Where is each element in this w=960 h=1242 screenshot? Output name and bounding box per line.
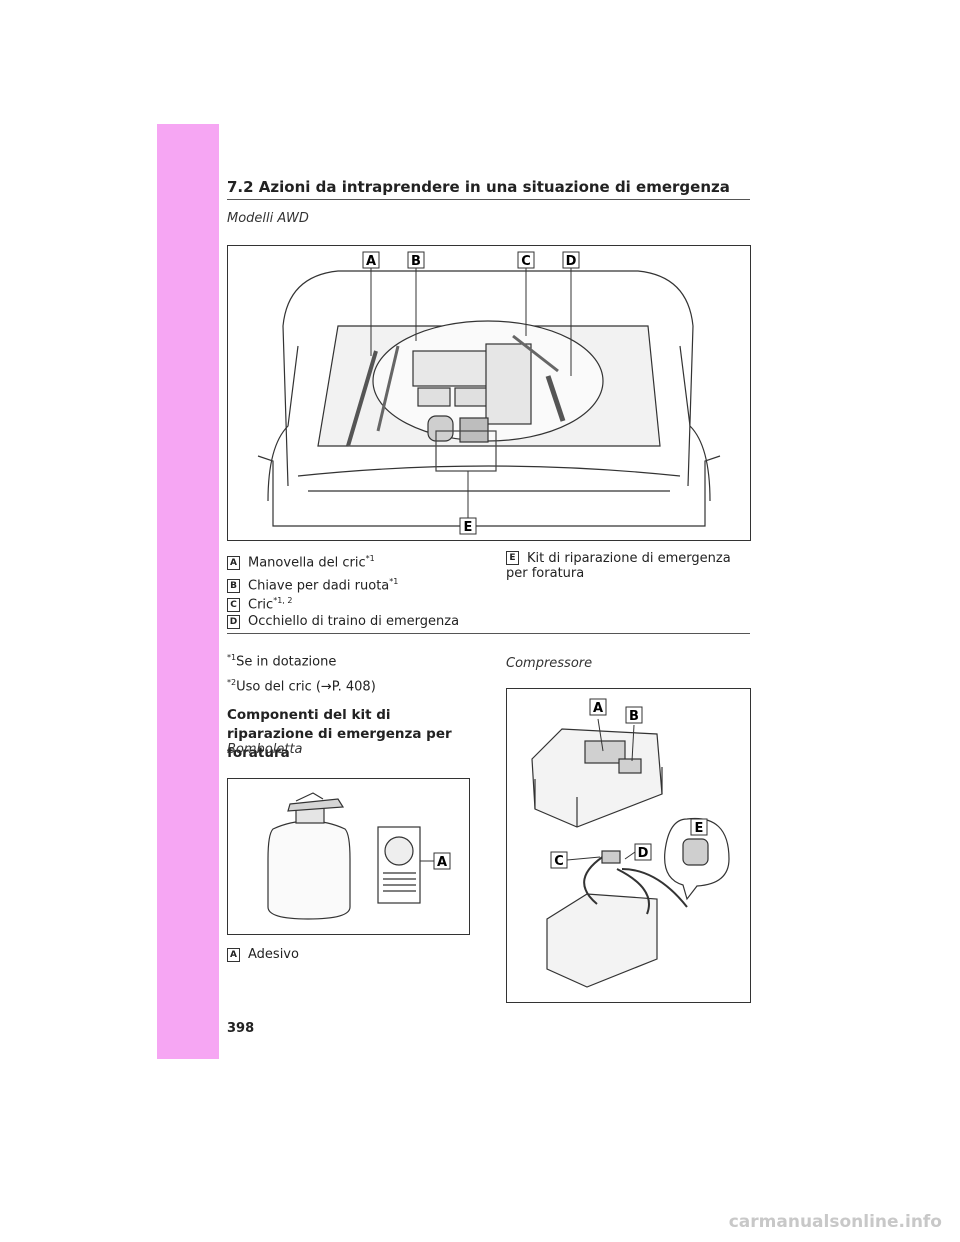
figure1-caption: Modelli AWD	[227, 211, 309, 226]
legend-item-e: E Kit di riparazione di emergenza per fo…	[506, 551, 731, 581]
compressor-callout-E: E	[695, 821, 704, 836]
callout-A: A	[366, 254, 376, 269]
legend-letter: B	[227, 578, 240, 593]
legend-letter: D	[227, 614, 240, 629]
legend-letter: A	[227, 947, 240, 962]
bottle-callout-A: A	[437, 855, 447, 870]
compressor-callout-C: C	[554, 854, 564, 869]
bottle-figure: A	[227, 778, 470, 935]
watermark: carmanualsonline.info	[728, 1212, 942, 1232]
compressor-illustration: A B C D E	[531, 698, 730, 988]
trunk-figure: A B C D E	[227, 245, 751, 541]
header-rule	[227, 199, 750, 200]
compressor-caption: Compressore	[506, 656, 593, 671]
page-number: 398	[227, 1021, 255, 1036]
legend-rule	[227, 633, 750, 634]
legend-letter: C	[227, 597, 240, 612]
compressor-callout-A: A	[593, 701, 603, 716]
legend-letter: A	[227, 555, 240, 570]
bottle-illustration: A	[267, 792, 451, 920]
callout-C: C	[521, 254, 531, 269]
compressor-callout-D: D	[638, 846, 649, 861]
callout-E: E	[464, 520, 473, 535]
trunk-callouts: A B C D E	[362, 251, 580, 535]
callout-D: D	[566, 254, 577, 269]
callout-B: B	[411, 254, 421, 269]
compressor-figure: A B C D E	[506, 688, 751, 1003]
bottle-caption: Bomboletta	[227, 742, 303, 757]
chapter-sidebar-tab	[157, 124, 219, 1059]
trunk-illustration: A B C D E	[257, 251, 721, 535]
compressor-callouts: A B C D E	[550, 698, 708, 869]
kit-heading: Componenti del kit di riparazione di eme…	[227, 707, 452, 761]
footnote-2: *2Uso del cric (→P. 408)	[227, 678, 376, 695]
section-title: 7.2 Azioni da intraprendere in una situa…	[227, 178, 730, 196]
bottle-callout-box	[433, 852, 451, 870]
footnote-1: *1Se in dotazione	[227, 653, 337, 670]
compressor-callout-B: B	[629, 709, 639, 724]
legend-letter: E	[506, 551, 519, 565]
